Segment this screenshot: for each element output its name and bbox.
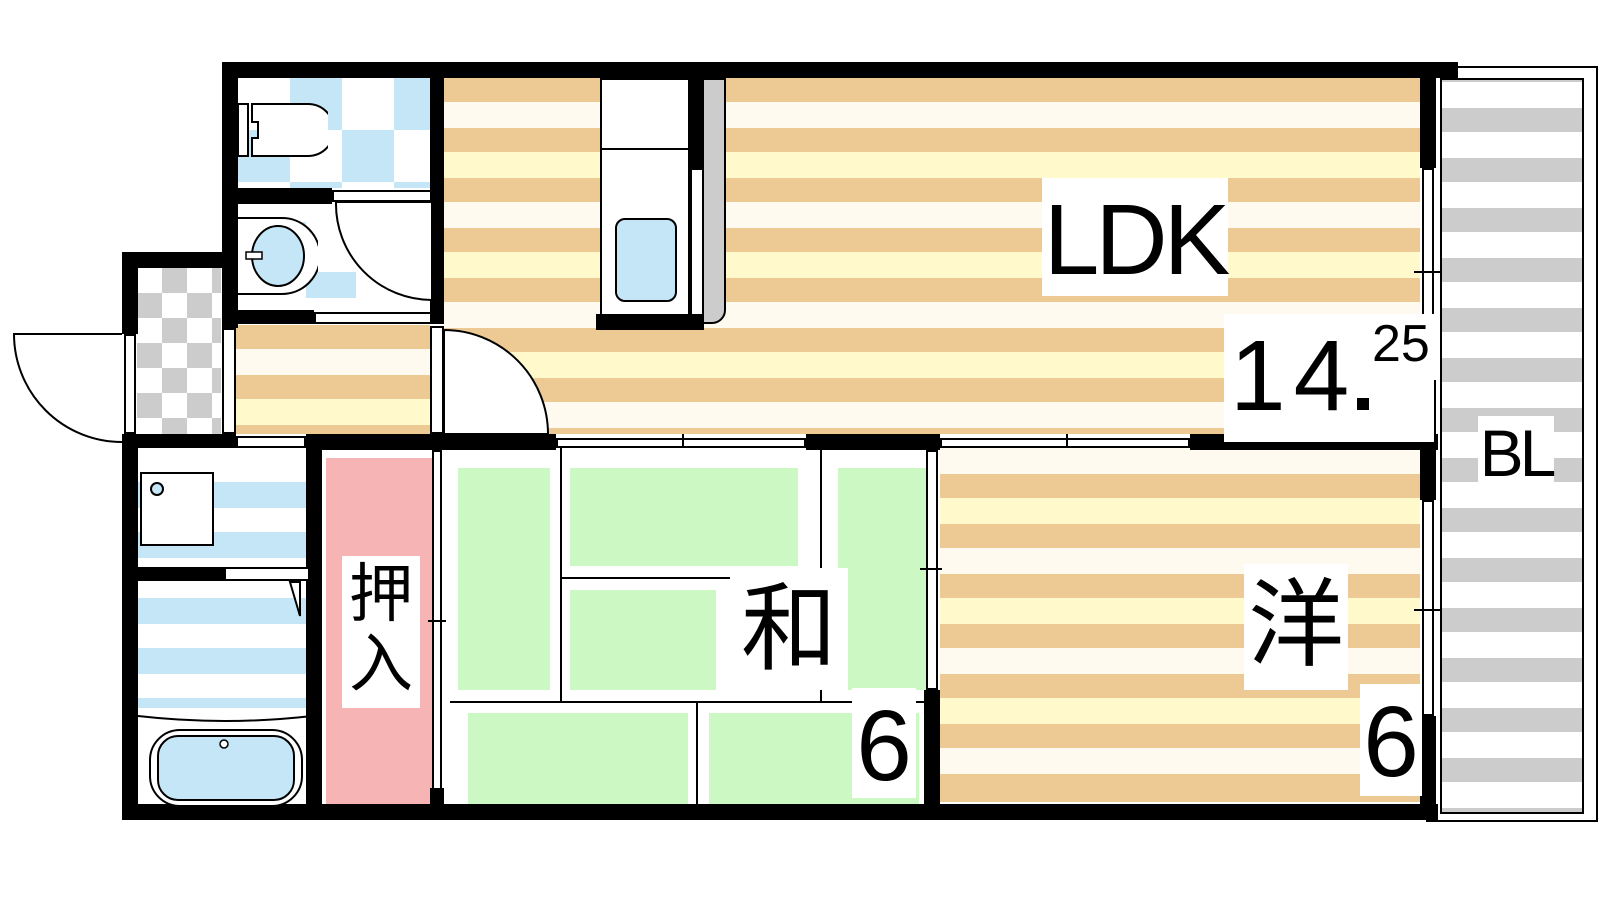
washitsu-name: 和: [741, 576, 837, 683]
youshitsu-sliding-door[interactable]: [940, 438, 1190, 448]
washitsu-area: 6: [856, 690, 912, 802]
kitchen-sink-icon: [615, 218, 677, 302]
washitsu-room-label: 和: [730, 568, 848, 690]
wall: [806, 434, 940, 450]
youshitsu-area-label: 6: [1360, 684, 1422, 796]
tatami-mat: [570, 590, 716, 690]
hallway-floor: [236, 325, 430, 434]
oshiire-char-1: 押: [349, 558, 413, 630]
ldk-area-decimal: 25: [1372, 315, 1430, 373]
entrance-frame: [124, 334, 136, 434]
wall: [122, 434, 236, 448]
oshiire-label: 押 入: [342, 556, 420, 708]
tatami-seam: [450, 701, 924, 703]
laundry-opening: [236, 436, 306, 448]
oshiire-char-2: 入: [349, 628, 413, 700]
tatami-mat: [458, 468, 550, 690]
wall: [222, 188, 332, 204]
window-mark: [1414, 609, 1442, 611]
door-mark: [682, 434, 684, 448]
entrance-floor: [137, 268, 221, 438]
wall: [122, 434, 138, 820]
tatami-seam: [560, 448, 562, 702]
washitsu-area-label: 6: [852, 688, 916, 798]
washitsu-sliding-door[interactable]: [556, 438, 806, 448]
door-mark: [428, 620, 446, 622]
door-mark: [920, 568, 942, 570]
wall: [306, 434, 322, 820]
door-mark: [1066, 434, 1068, 448]
bathroom-floor: [138, 582, 312, 716]
tatami-mat: [838, 468, 926, 690]
kitchen-wall: [596, 314, 704, 330]
balcony-label: BL: [1478, 416, 1557, 490]
wall: [138, 567, 224, 581]
wall: [222, 62, 1458, 78]
tatami-seam: [696, 701, 698, 815]
wall: [1420, 716, 1436, 820]
washing-machine-icon: [140, 472, 214, 546]
wall: [306, 434, 556, 450]
wash-basin-icon: [238, 217, 318, 295]
wall: [122, 252, 238, 268]
partition-sliding-door[interactable]: [926, 450, 938, 690]
ldk-room-label: LDK: [1042, 178, 1231, 296]
bathroom-door-frame: [224, 567, 310, 581]
ldk-name: LDK: [1043, 184, 1231, 296]
hall-entry-frame: [222, 328, 236, 434]
tatami-mat: [570, 468, 798, 566]
ldk-area-main: 14: [1230, 320, 1358, 432]
wall: [430, 788, 444, 816]
wall: [430, 62, 444, 324]
youshitsu-room-label: 洋: [1244, 564, 1348, 690]
tatami-seam: [560, 577, 810, 579]
youshitsu-area: 6: [1363, 686, 1419, 798]
balcony-name: BL: [1479, 416, 1557, 490]
toilet-icon: [238, 103, 328, 157]
bathtub-icon: [138, 715, 312, 807]
balcony-outline: [1426, 66, 1598, 822]
youshitsu-window: [1422, 500, 1434, 716]
wall: [222, 310, 314, 324]
tatami-mat: [468, 713, 688, 808]
wall: [122, 252, 138, 334]
kitchen-wall: [688, 78, 704, 170]
wall: [924, 690, 940, 820]
wall: [122, 804, 1438, 820]
ldk-area-dot: [1357, 398, 1370, 410]
counter-divider: [600, 148, 688, 150]
kitchen-panel: [690, 168, 704, 316]
window-mark: [1414, 271, 1442, 273]
hall-door-frame: [314, 312, 432, 324]
wall: [1420, 62, 1436, 168]
youshitsu-name: 洋: [1248, 572, 1344, 679]
kitchen-backsplash: [702, 78, 726, 324]
